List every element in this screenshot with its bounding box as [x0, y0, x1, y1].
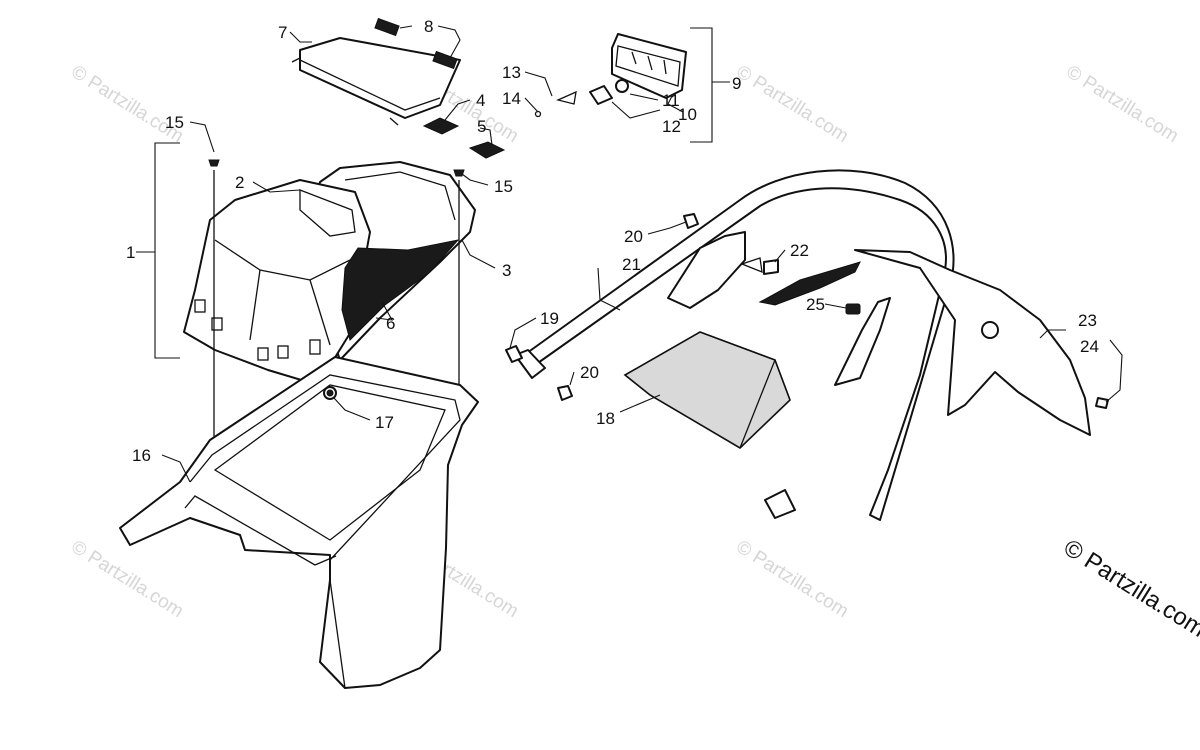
callout-23: 23 — [1078, 311, 1097, 330]
copyright-mark: © Partzilla.com — [1059, 534, 1200, 643]
callout-8: 8 — [424, 17, 433, 36]
callout-4: 4 — [476, 91, 485, 110]
part-25-clip[interactable] — [845, 303, 861, 315]
callout-12: 12 — [662, 117, 681, 136]
callout-5: 5 — [477, 117, 486, 136]
callout-22: 22 — [790, 241, 809, 260]
part-20-nut-lower[interactable] — [557, 385, 573, 401]
part-7-tray[interactable] — [291, 37, 461, 126]
callout-15-right: 15 — [494, 177, 513, 196]
callout-20-upper: 20 — [624, 227, 643, 246]
part-21-grab-bar[interactable] — [514, 169, 955, 521]
part-16-storage-tub[interactable] — [119, 356, 479, 689]
part-15-pin-left[interactable] — [208, 159, 220, 480]
part-23-fender[interactable] — [758, 249, 1091, 436]
part-5-pad[interactable] — [468, 141, 506, 159]
watermark: © Partzilla.com — [732, 61, 852, 147]
part-6-decal[interactable] — [341, 239, 460, 341]
part-22-bolt[interactable] — [740, 257, 779, 275]
part-18-foam-block[interactable] — [623, 331, 791, 449]
callout-25: 25 — [806, 295, 825, 314]
callout-24: 24 — [1080, 337, 1099, 356]
callout-10: 10 — [678, 105, 697, 124]
callout-3: 3 — [502, 261, 511, 280]
part-11-bulb[interactable] — [615, 79, 629, 93]
callout-18: 18 — [596, 409, 615, 428]
part-19-bolt[interactable] — [505, 345, 523, 363]
part-15-pin-right[interactable] — [453, 169, 465, 410]
callout-20-lower: 20 — [580, 363, 599, 382]
watermark: © Partzilla.com — [67, 536, 187, 622]
callout-21: 21 — [622, 255, 641, 274]
part-24-screw[interactable] — [1095, 397, 1109, 409]
callout-15-left: 15 — [165, 113, 184, 132]
part-9-taillight-assembly[interactable] — [611, 33, 687, 99]
callout-6: 6 — [386, 314, 395, 333]
callout-11: 11 — [662, 91, 680, 110]
part-17-fastener[interactable] — [326, 389, 334, 397]
watermark: © Partzilla.com — [732, 536, 852, 622]
callout-13: 13 — [502, 63, 521, 82]
callout-14: 14 — [502, 89, 521, 108]
callout-16: 16 — [132, 446, 151, 465]
bracket-part-1 — [136, 142, 180, 359]
callouts: 1 2 3 4 5 6 7 8 9 10 11 12 13 14 15 15 1… — [126, 17, 1099, 465]
leader-lines — [161, 25, 1123, 483]
part-4-pad[interactable] — [422, 117, 460, 135]
callout-1: 1 — [126, 243, 135, 262]
part-8-clips[interactable] — [374, 17, 458, 70]
bracket-part-9 — [690, 27, 730, 143]
watermark: © Partzilla.com — [1062, 61, 1182, 147]
callout-7: 7 — [278, 23, 287, 42]
part-13-14-screw[interactable] — [534, 90, 577, 118]
watermark: © Partzilla.com — [67, 61, 187, 147]
callout-17: 17 — [375, 413, 394, 432]
callout-19: 19 — [540, 309, 559, 328]
part-12-socket[interactable] — [589, 85, 613, 105]
part-20-nut-upper[interactable] — [683, 213, 699, 229]
callout-2: 2 — [235, 173, 244, 192]
callout-9: 9 — [732, 74, 741, 93]
